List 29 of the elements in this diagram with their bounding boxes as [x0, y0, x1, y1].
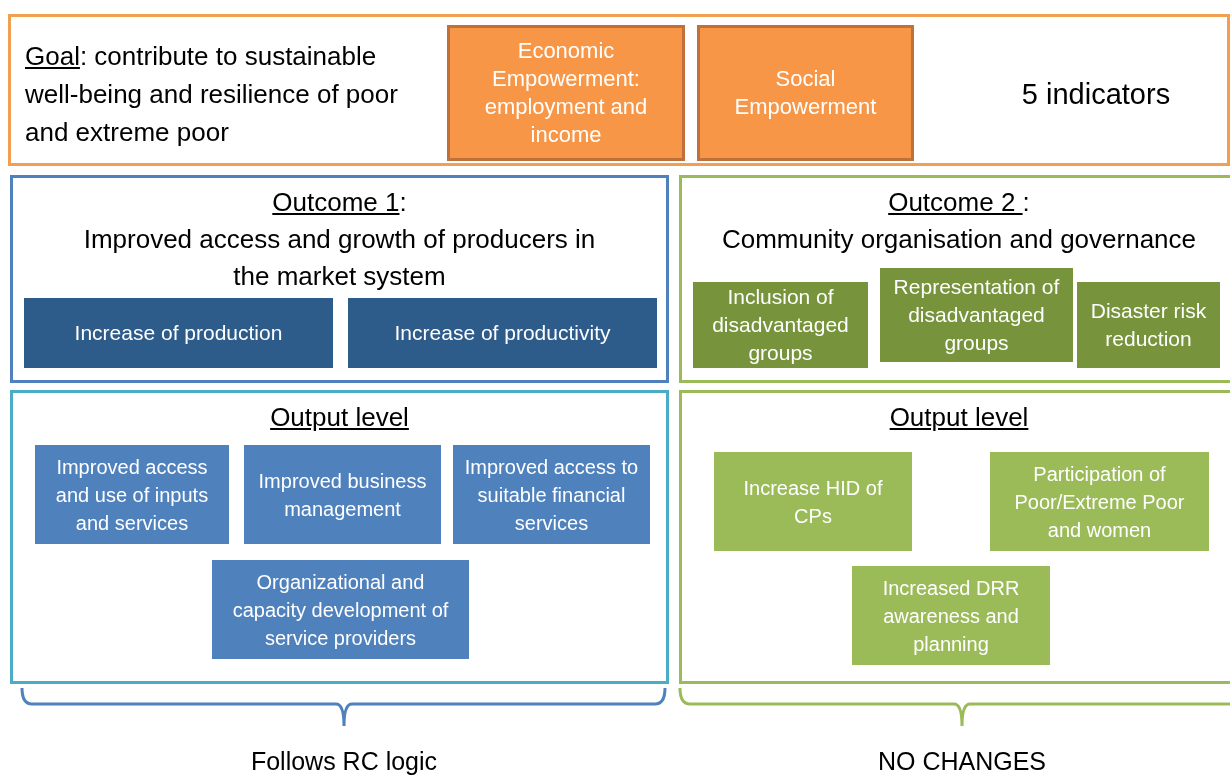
outcome-description: Community organisation and governance	[720, 223, 1198, 256]
heading: Output level	[270, 401, 409, 434]
empowerment-box: Social Empowerment	[697, 25, 914, 161]
outcome-box: Increase of production	[24, 298, 333, 368]
indicator-count: 5 indicators	[1020, 77, 1172, 112]
output-box: Participation of Poor/Extreme Poor and women	[990, 452, 1209, 551]
output-box: Improved business management	[244, 445, 441, 544]
outcome-panel	[10, 175, 669, 383]
heading: Outcome 2 :	[888, 186, 1030, 219]
output-box: Improved access and use of inputs and services	[35, 445, 229, 544]
heading: Outcome 1:	[272, 186, 407, 219]
heading: Output level	[889, 401, 1029, 434]
heading: Goal: contribute to sustainable well-being and resilience of poor and extreme poor	[25, 40, 399, 149]
outcome-description: Improved access and growth of producers in the market system	[82, 223, 597, 293]
goal-band	[8, 14, 1230, 166]
outcome-box: Representation of disadvantaged groups	[880, 268, 1073, 362]
outcome-box: Inclusion of disadvantaged groups	[693, 282, 868, 368]
outcome-box: Disaster risk reduction	[1077, 282, 1220, 368]
output-panel	[10, 390, 669, 684]
output-box: Organizational and capacity development of service providers	[212, 560, 469, 659]
outcome-box: Increase of productivity	[348, 298, 657, 368]
output-box: Increase HID of CPs	[714, 452, 912, 551]
brace-label: NO CHANGES	[876, 746, 1048, 776]
output-box: Increased DRR awareness and planning	[852, 566, 1050, 665]
outcome-panel	[679, 175, 1230, 383]
brace-label: Follows RC logic	[249, 746, 439, 776]
output-box: Improved access to suitable financial services	[453, 445, 650, 544]
empowerment-box: Economic Empowerment: employment and income	[447, 25, 685, 161]
output-panel	[679, 390, 1230, 684]
